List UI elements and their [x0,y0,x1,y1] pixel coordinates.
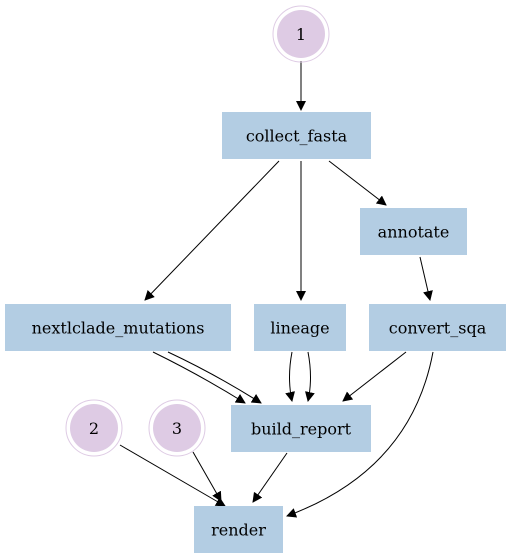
edges [119,61,434,518]
task-node-annotate: annotate [360,208,467,255]
edge-nextlclade_mutations-to-build_report [152,351,246,404]
task-node-box [360,208,467,255]
edge-lineage-to-build_report [305,351,315,402]
task-node-lineage: lineage [254,304,346,351]
input-node-ring [65,399,123,457]
node-label: 1 [296,25,306,44]
edge-collect_fasta-to-nextlclade_mutations [144,160,280,301]
node-label: collect_fasta [246,127,348,146]
edge-in2-to-render [119,444,226,507]
task-node-box [254,304,346,351]
task-node-render: render [194,506,283,553]
node-label: render [211,521,266,540]
task-node-box [194,506,283,553]
task-node-box [369,304,506,351]
input-node-ring [148,399,206,457]
input-node-circle [277,10,325,58]
task-node-box [231,405,371,452]
node-label: nextlclade_mutations [32,319,205,338]
node-label: annotate [378,223,450,242]
task-node-collect_fasta: collect_fasta [222,112,371,159]
node-label: lineage [270,319,329,338]
edge-nextlclade_mutations-to-build_report [167,351,262,404]
task-node-nextlclade_mutations: nextlclade_mutations [5,304,231,351]
task-node-box [5,304,231,351]
node-label: convert_sqa [389,319,487,338]
edge-convert_sqa-to-build_report [342,351,407,402]
node-label: 3 [172,419,182,438]
input-node-circle [70,404,118,452]
input-node-ring [272,5,330,63]
edge-convert_sqa-to-render [286,351,434,518]
edge-collect_fasta-to-annotate [328,160,387,206]
input-node-in3: 3 [148,399,206,457]
nodes: 1 collect_fasta annotate nextlclade_mutatio… [5,5,506,553]
node-label: 2 [89,419,99,438]
input-node-in2: 2 [65,399,123,457]
node-label: build_report [251,420,352,439]
edge-in3-to-render [192,451,222,502]
task-node-convert_sqa: convert_sqa [369,304,506,351]
task-node-build_report: build_report [231,405,371,452]
input-node-in1: 1 [272,5,330,63]
edge-build_report-to-render [252,452,288,503]
edge-annotate-to-convert_sqa [419,256,433,301]
input-node-circle [153,404,201,452]
edge-lineage-to-build_report [285,351,295,402]
task-node-box [222,112,371,159]
